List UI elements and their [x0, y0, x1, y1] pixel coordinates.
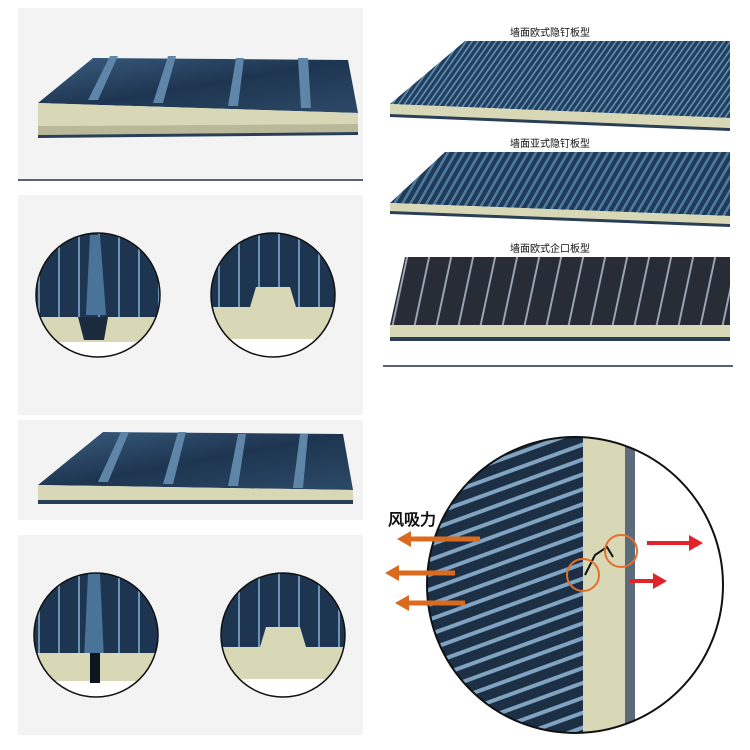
roof-panel-middle-section [18, 420, 363, 520]
detail-ring-1 [566, 558, 600, 592]
detail-ring-2 [604, 534, 638, 568]
wall-panel-euro-hidden [385, 36, 735, 131]
divider-top-left [18, 179, 363, 181]
suction-arrows-right [630, 535, 703, 589]
joint-detail-circle-2 [211, 233, 335, 357]
caption-wall-euro-hidden: 墙面欧式隐钉板型 [510, 28, 590, 39]
roof-panel-top-section [18, 8, 363, 180]
wall-panel-euro-tongue [385, 253, 735, 345]
wind-detail-circle [427, 437, 723, 733]
joint-detail-box-2 [18, 535, 363, 735]
joint-detail-circle-4 [221, 573, 345, 697]
wind-suction-diagram [385, 425, 735, 740]
wind-suction-label: 风吸力 [388, 510, 437, 529]
roof-steel-sheet [38, 58, 358, 113]
roof-foam-core [38, 103, 358, 126]
suction-arrows-left [385, 531, 480, 611]
joint-detail-box-1 [18, 195, 363, 415]
roof-panel-illustration [38, 56, 358, 138]
wall-panel-asia-hidden [385, 148, 735, 228]
divider-top-right [383, 365, 733, 367]
joint-detail-circle-1 [36, 233, 160, 357]
caption-wall-asia-hidden: 墙面亚式隐钉板型 [510, 139, 590, 150]
joint-detail-circle-3 [34, 573, 158, 697]
caption-wall-euro-tongue: 墙面欧式企口板型 [510, 244, 590, 255]
